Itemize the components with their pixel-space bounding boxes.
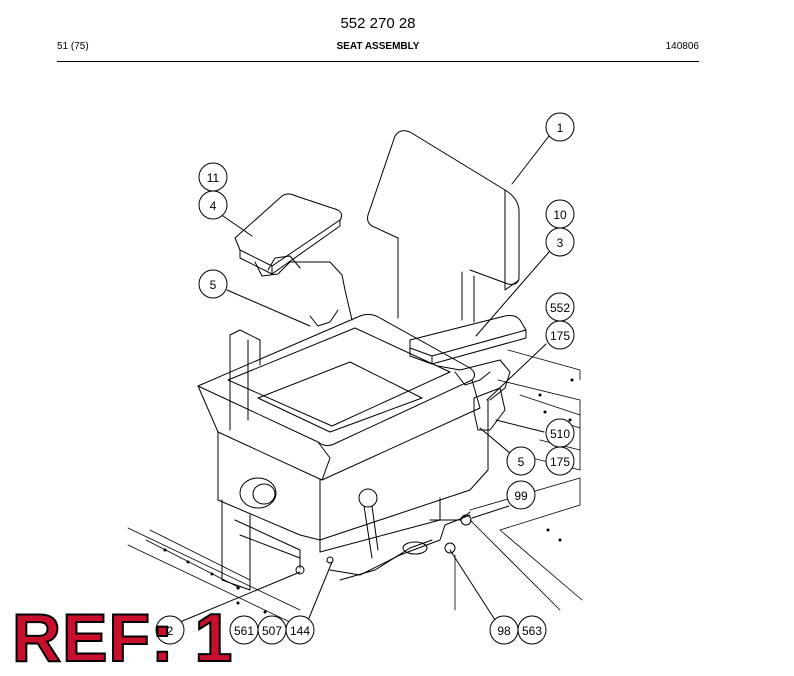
callout-144: 144 <box>285 615 315 645</box>
date-code: 140806 <box>665 41 699 52</box>
svg-text:507: 507 <box>262 624 282 638</box>
callout-2: 2 <box>155 615 185 645</box>
left-armrest <box>234 193 353 327</box>
callout-563: 563 <box>517 615 547 645</box>
callout-3: 3 <box>545 227 575 257</box>
svg-text:510: 510 <box>550 427 570 441</box>
callout-5-left: 5 <box>198 269 228 299</box>
callout-98: 98 <box>489 615 519 645</box>
svg-text:11: 11 <box>207 171 220 185</box>
frame-holes <box>163 378 574 614</box>
callout-99: 99 <box>506 480 536 510</box>
callout-175-upper: 175 <box>545 320 575 350</box>
seat-cushion <box>197 313 481 481</box>
svg-text:3: 3 <box>557 236 564 250</box>
adjustment-lever <box>358 488 379 559</box>
svg-text:144: 144 <box>290 624 310 638</box>
svg-text:2: 2 <box>167 624 174 638</box>
page-title: SEAT ASSEMBLY <box>336 41 420 52</box>
callout-561: 561 <box>229 615 259 645</box>
backrest <box>367 130 520 323</box>
svg-text:175: 175 <box>550 329 570 343</box>
svg-text:98: 98 <box>497 624 511 638</box>
header-divider <box>57 61 699 62</box>
leader-lines <box>179 135 550 624</box>
svg-text:5: 5 <box>518 455 525 469</box>
callout-507: 507 <box>257 615 287 645</box>
adjustment-knob <box>239 477 277 509</box>
scissor-mechanism <box>295 511 472 581</box>
right-armrest <box>409 315 527 431</box>
svg-text:4: 4 <box>210 199 217 213</box>
callout-10: 10 <box>545 199 575 229</box>
svg-text:1: 1 <box>557 121 564 135</box>
callout-5-right: 5 <box>506 446 536 476</box>
svg-text:561: 561 <box>234 624 254 638</box>
callout-510: 510 <box>545 418 575 448</box>
seat-base <box>217 329 489 591</box>
page-indicator: 51 (75) <box>57 41 89 52</box>
svg-text:5: 5 <box>210 278 217 292</box>
callout-11: 11 <box>198 162 228 192</box>
svg-text:10: 10 <box>553 208 567 222</box>
part-number: 552 270 28 <box>340 15 416 32</box>
svg-text:99: 99 <box>514 489 528 503</box>
callout-4: 4 <box>198 190 228 220</box>
callout-552: 552 <box>545 292 575 322</box>
svg-text:552: 552 <box>550 301 570 315</box>
svg-text:175: 175 <box>550 455 570 469</box>
svg-text:563: 563 <box>522 624 542 638</box>
callout-175-lower: 175 <box>545 446 575 476</box>
reference-label: REF: 1 <box>11 600 234 676</box>
callout-1: 1 <box>545 112 575 142</box>
